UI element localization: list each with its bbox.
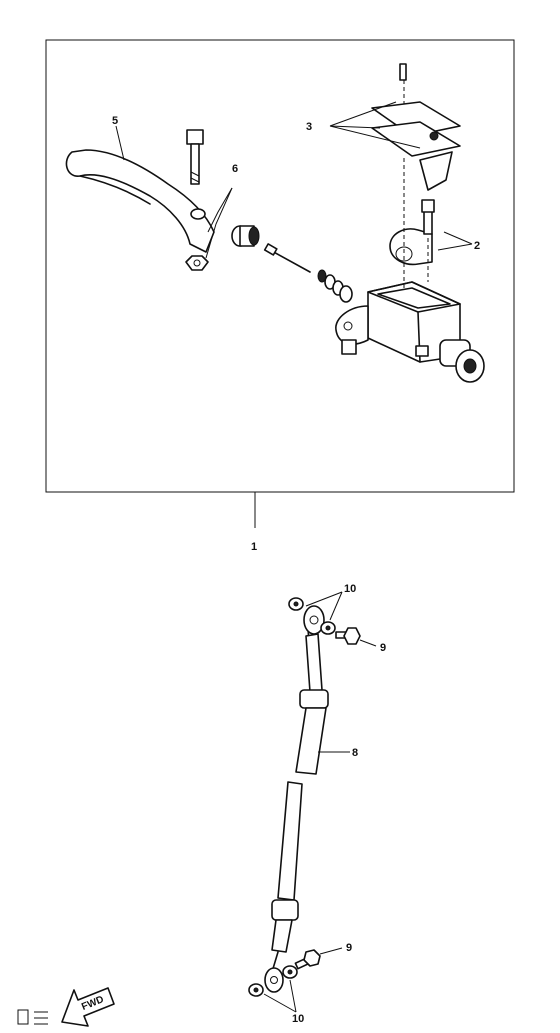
leader-9a	[359, 639, 377, 647]
lever-bushing	[231, 225, 260, 247]
callout-1: 1	[251, 541, 257, 553]
handlebar-clamp	[389, 199, 435, 266]
leader-3b	[329, 125, 381, 129]
union-bolt-top	[335, 627, 361, 645]
leader-10a	[305, 591, 343, 607]
callout-6: 6	[232, 163, 238, 175]
fwd-arrow-icon: FWD	[61, 987, 115, 1027]
banjo-fitting-bottom	[264, 967, 284, 993]
callout-10-top: 10	[344, 583, 356, 595]
banjo-fitting-top	[303, 605, 325, 635]
washer-bottom-2	[282, 965, 298, 979]
washer-top-1	[288, 597, 304, 611]
brake-lever	[65, 149, 215, 253]
leader-3a	[329, 101, 397, 127]
page-mark-icon	[17, 1009, 48, 1025]
leader-5	[115, 125, 125, 161]
brake-hose	[271, 627, 329, 973]
callout-2: 2	[474, 240, 480, 252]
master-cylinder-body	[335, 281, 485, 383]
union-bolt-bottom	[294, 949, 321, 970]
leader-10b	[329, 591, 343, 621]
callout-5: 5	[112, 115, 118, 127]
leader-3c	[329, 125, 421, 149]
callout-8: 8	[352, 747, 358, 759]
washer-top-2	[320, 621, 336, 635]
leader-2a	[443, 231, 473, 245]
reservoir-cap-set	[371, 63, 461, 191]
callout-10-bottom: 10	[292, 1013, 304, 1025]
leader-10d	[289, 979, 297, 1013]
leader-10c	[263, 993, 297, 1013]
assembly-frame	[45, 39, 515, 493]
leader-6a	[207, 187, 233, 233]
callout-3: 3	[306, 121, 312, 133]
push-rod	[263, 243, 311, 273]
leader-6b	[205, 187, 233, 259]
piston-spring	[317, 269, 353, 303]
leader-2b	[437, 243, 473, 251]
washer-bottom-1	[248, 983, 264, 997]
callout-9-top: 9	[380, 642, 386, 654]
pivot-nut	[185, 255, 209, 271]
leader-9b	[319, 947, 343, 955]
callout-9-bottom: 9	[346, 942, 352, 954]
pivot-bolt	[186, 129, 204, 185]
